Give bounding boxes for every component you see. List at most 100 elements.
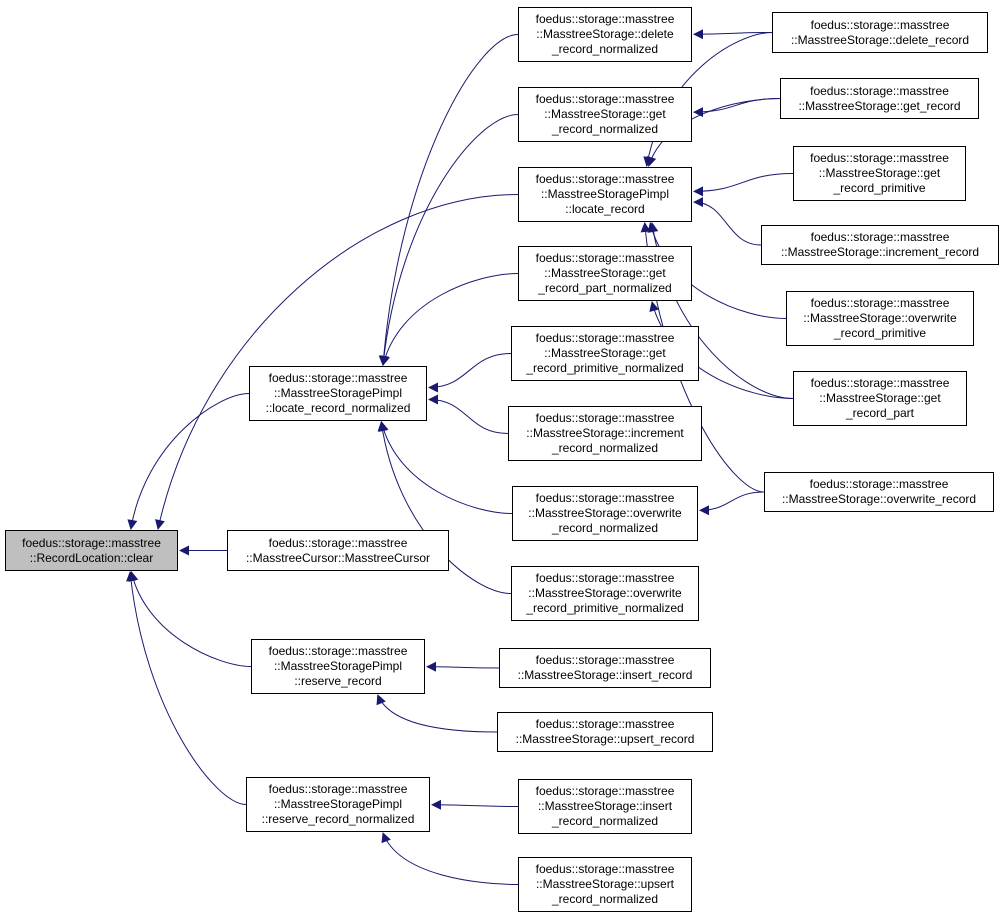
node-label-line: foedus::storage::masstree <box>22 535 161 550</box>
node-label-line: foedus::storage::masstree <box>810 296 950 310</box>
node-label-line: ::reserve_record_normalized <box>261 812 415 826</box>
edge-n_gr-to-n_grn <box>693 98 781 118</box>
node-label-line: foedus::storage::masstree <box>268 535 408 550</box>
edge-n_grpn-to-n_lrn <box>380 273 519 366</box>
node-label-line: _record_primitive_normalized <box>526 361 684 375</box>
node-label-line: foedus::storage::masstree <box>535 862 675 876</box>
node-label-line: foedus::storage::masstree <box>268 782 408 796</box>
node-label-line: _record_part_normalized <box>538 281 672 295</box>
node-label-line: ::MasstreeStorage::get <box>544 346 666 360</box>
node-label-line: ::MasstreeStorage::overwrite <box>528 586 682 600</box>
edge-n_irn2-to-n_rrn <box>431 799 519 810</box>
node-masstree-cursor[interactable]: foedus::storage::masstree::MasstreeCurso… <box>227 530 449 571</box>
node-label-line: foedus::storage::masstree <box>535 12 675 26</box>
edge-n_orn-to-n_lrn <box>378 421 513 514</box>
node-label-line: ::MasstreeStoragePimpl <box>273 386 403 400</box>
node-label-line: ::MasstreeStorage::insert <box>537 799 673 813</box>
node-label-line: _record_normalized <box>551 521 659 535</box>
node-label-line: _record_part <box>845 406 915 420</box>
node-label-line: ::MasstreeStorage::delete <box>536 27 674 41</box>
node-label-line: ::locate_record <box>565 202 645 216</box>
node-label-line: _record_normalized <box>551 892 659 906</box>
edge-n_rr-to-n_clear <box>128 571 252 667</box>
node-label-line: ::RecordLocation::clear <box>29 550 154 565</box>
node-upsert-record-normalized[interactable]: foedus::storage::masstree::MasstreeStora… <box>518 857 692 912</box>
edge-n_or-to-n_orn <box>699 491 765 516</box>
node-get-record-normalized[interactable]: foedus::storage::masstree::MasstreeStora… <box>518 87 692 142</box>
node-label-line: foedus::storage::masstree <box>535 571 675 585</box>
node-upsert-record[interactable]: foedus::storage::masstree::MasstreeStora… <box>497 712 713 752</box>
node-label-line: _record_primitive_normalized <box>526 601 684 615</box>
node-label-line: _record_normalized <box>551 814 659 828</box>
node-label-line: foedus::storage::masstree <box>809 477 949 491</box>
node-label-line: foedus::storage::masstree <box>535 491 675 505</box>
edge-n_lrn-to-n_clear <box>127 393 250 530</box>
node-label-line: ::MasstreeStorage::get <box>544 107 666 121</box>
node-overwrite-record-normalized[interactable]: foedus::storage::masstree::MasstreeStora… <box>512 486 698 541</box>
node-label-line: ::MasstreeStoragePimpl <box>540 187 670 201</box>
node-label-line: foedus::storage::masstree <box>810 83 949 98</box>
node-label-line: ::MasstreeStorage::get <box>819 391 941 405</box>
node-label-line: ::MasstreeStorage::delete_record <box>790 32 970 47</box>
node-label-line: ::MasstreeStorage::overwrite_record <box>781 492 977 506</box>
edge-n_rrn-to-n_clear <box>126 571 247 805</box>
edge-n_grp-to-n_lr <box>693 173 794 197</box>
node-label-line: ::MasstreeStorage::get <box>544 266 666 280</box>
node-get-record[interactable]: foedus::storage::masstree::MasstreeStora… <box>780 78 979 119</box>
node-increment-record-normalized[interactable]: foedus::storage::masstree::MasstreeStora… <box>508 406 702 461</box>
node-label-line: ::MasstreeCursor::MasstreeCursor <box>245 550 431 565</box>
node-label-line: foedus::storage::masstree <box>535 251 675 265</box>
node-label-line: ::MasstreeStorage::upsert_record <box>515 732 695 746</box>
edge-n_dr-to-n_drn <box>693 29 773 40</box>
node-record-location-clear[interactable]: foedus::storage::masstree::RecordLocatio… <box>5 530 178 571</box>
edge-n_grprn-to-n_lrn <box>428 353 512 393</box>
node-get-record-primitive-normalized[interactable]: foedus::storage::masstree::MasstreeStora… <box>511 326 699 381</box>
node-insert-record[interactable]: foedus::storage::masstree::MasstreeStora… <box>499 648 711 688</box>
node-label-line: _record_primitive <box>833 326 927 340</box>
node-label-line: ::reserve_record <box>294 674 382 688</box>
node-pimpl-locate-record[interactable]: foedus::storage::masstree::MasstreeStora… <box>518 167 692 222</box>
node-label-line: foedus::storage::masstree <box>268 371 408 385</box>
node-label-line: ::MasstreeStorage::get_record <box>798 98 961 113</box>
node-label-line: ::MasstreeStorage::insert_record <box>517 668 693 682</box>
node-label-line: foedus::storage::masstree <box>535 172 675 186</box>
node-label-line: foedus::storage::masstree <box>535 784 675 798</box>
node-label-line: foedus::storage::masstree <box>535 92 675 106</box>
edge-n_grn-to-n_lrn <box>378 114 519 366</box>
node-label-line: foedus::storage::masstree <box>535 717 675 731</box>
node-pimpl-reserve-record-normalized[interactable]: foedus::storage::masstree::MasstreeStora… <box>246 777 430 832</box>
node-label-line: foedus::storage::masstree <box>810 376 950 390</box>
node-overwrite-record[interactable]: foedus::storage::masstree::MasstreeStora… <box>764 472 994 512</box>
node-insert-record-normalized[interactable]: foedus::storage::masstree::MasstreeStora… <box>518 779 692 834</box>
node-label-line: foedus::storage::masstree <box>535 653 675 667</box>
edge-n_incr-to-n_lr <box>693 197 762 246</box>
node-overwrite-record-primitive-normalized[interactable]: foedus::storage::masstree::MasstreeStora… <box>511 566 699 621</box>
node-label-line: foedus::storage::masstree <box>535 411 675 425</box>
node-label-line: _record_primitive <box>833 181 926 195</box>
node-label-line: ::MasstreeStorage::overwrite <box>803 311 957 325</box>
node-label-line: ::locate_record_normalized <box>265 401 411 415</box>
node-get-record-primitive[interactable]: foedus::storage::masstree::MasstreeStora… <box>793 146 966 201</box>
node-label-line: foedus::storage::masstree <box>810 17 950 32</box>
edge-n_ir-to-n_rr <box>426 661 500 672</box>
node-label-line: _record_normalized <box>551 441 659 455</box>
node-label-line: ::MasstreeStorage::get <box>818 166 941 180</box>
node-label-line: _record_normalized <box>551 42 659 56</box>
node-delete-record-normalized[interactable]: foedus::storage::masstree::MasstreeStora… <box>518 7 692 62</box>
node-label-line: foedus::storage::masstree <box>810 151 949 165</box>
node-label-line: foedus::storage::masstree <box>268 644 408 658</box>
node-label-line: ::MasstreeStorage::overwrite <box>528 506 682 520</box>
node-label-line: ::MasstreeStoragePimpl <box>273 797 403 811</box>
node-overwrite-record-primitive[interactable]: foedus::storage::masstree::MasstreeStora… <box>786 291 974 346</box>
edge-n_lr-to-n_clear <box>155 194 519 530</box>
node-increment-record[interactable]: foedus::storage::masstree::MasstreeStora… <box>761 225 999 265</box>
node-get-record-part-normalized[interactable]: foedus::storage::masstree::MasstreeStora… <box>518 246 692 301</box>
edge-n_irn-to-n_lrn <box>428 394 509 434</box>
node-label-line: ::MasstreeStorage::increment <box>526 426 684 440</box>
node-label-line: foedus::storage::masstree <box>810 230 950 244</box>
node-delete-record[interactable]: foedus::storage::masstree::MasstreeStora… <box>772 12 988 53</box>
node-pimpl-locate-record-normalized[interactable]: foedus::storage::masstree::MasstreeStora… <box>249 366 427 421</box>
node-label-line: ::MasstreeStoragePimpl <box>273 659 403 673</box>
node-get-record-part[interactable]: foedus::storage::masstree::MasstreeStora… <box>793 371 967 426</box>
node-pimpl-reserve-record[interactable]: foedus::storage::masstree::MasstreeStora… <box>251 639 425 694</box>
